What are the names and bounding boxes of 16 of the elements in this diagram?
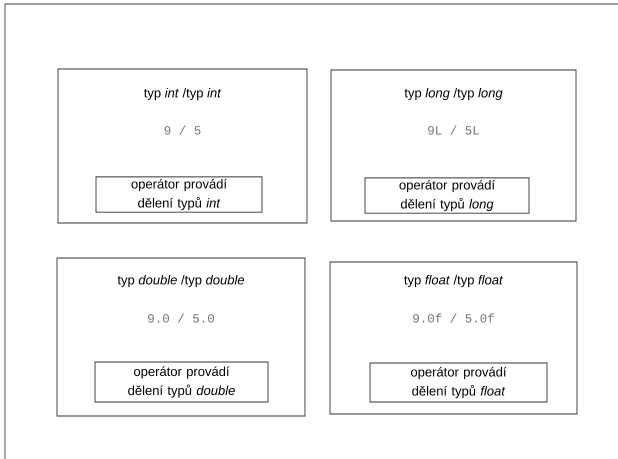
type-box xyxy=(58,68,308,224)
type-box xyxy=(330,262,578,414)
heading-text: typ double /typ double xyxy=(118,274,244,288)
code-text: 9 / 5 xyxy=(164,125,200,135)
heading-text: typ long /typ long xyxy=(404,88,503,100)
heading-text: typ int /typ int xyxy=(144,88,222,100)
note-box: operátor provádí dělení typů double xyxy=(94,362,268,402)
note-box: operátor provádí dělení typů long xyxy=(364,177,530,214)
type-box xyxy=(56,258,306,416)
note-box: operátor provádí dělení typů float xyxy=(370,362,548,402)
code-text: 9.0 / 5.0 xyxy=(148,313,214,323)
heading-text: typ float /typ float xyxy=(404,274,504,288)
type-box xyxy=(330,70,576,222)
code-text: 9L / 5L xyxy=(428,125,479,135)
note-box: operátor provádí dělení typů int xyxy=(96,176,262,213)
code-text: 9.0f / 5.0f xyxy=(413,313,494,323)
